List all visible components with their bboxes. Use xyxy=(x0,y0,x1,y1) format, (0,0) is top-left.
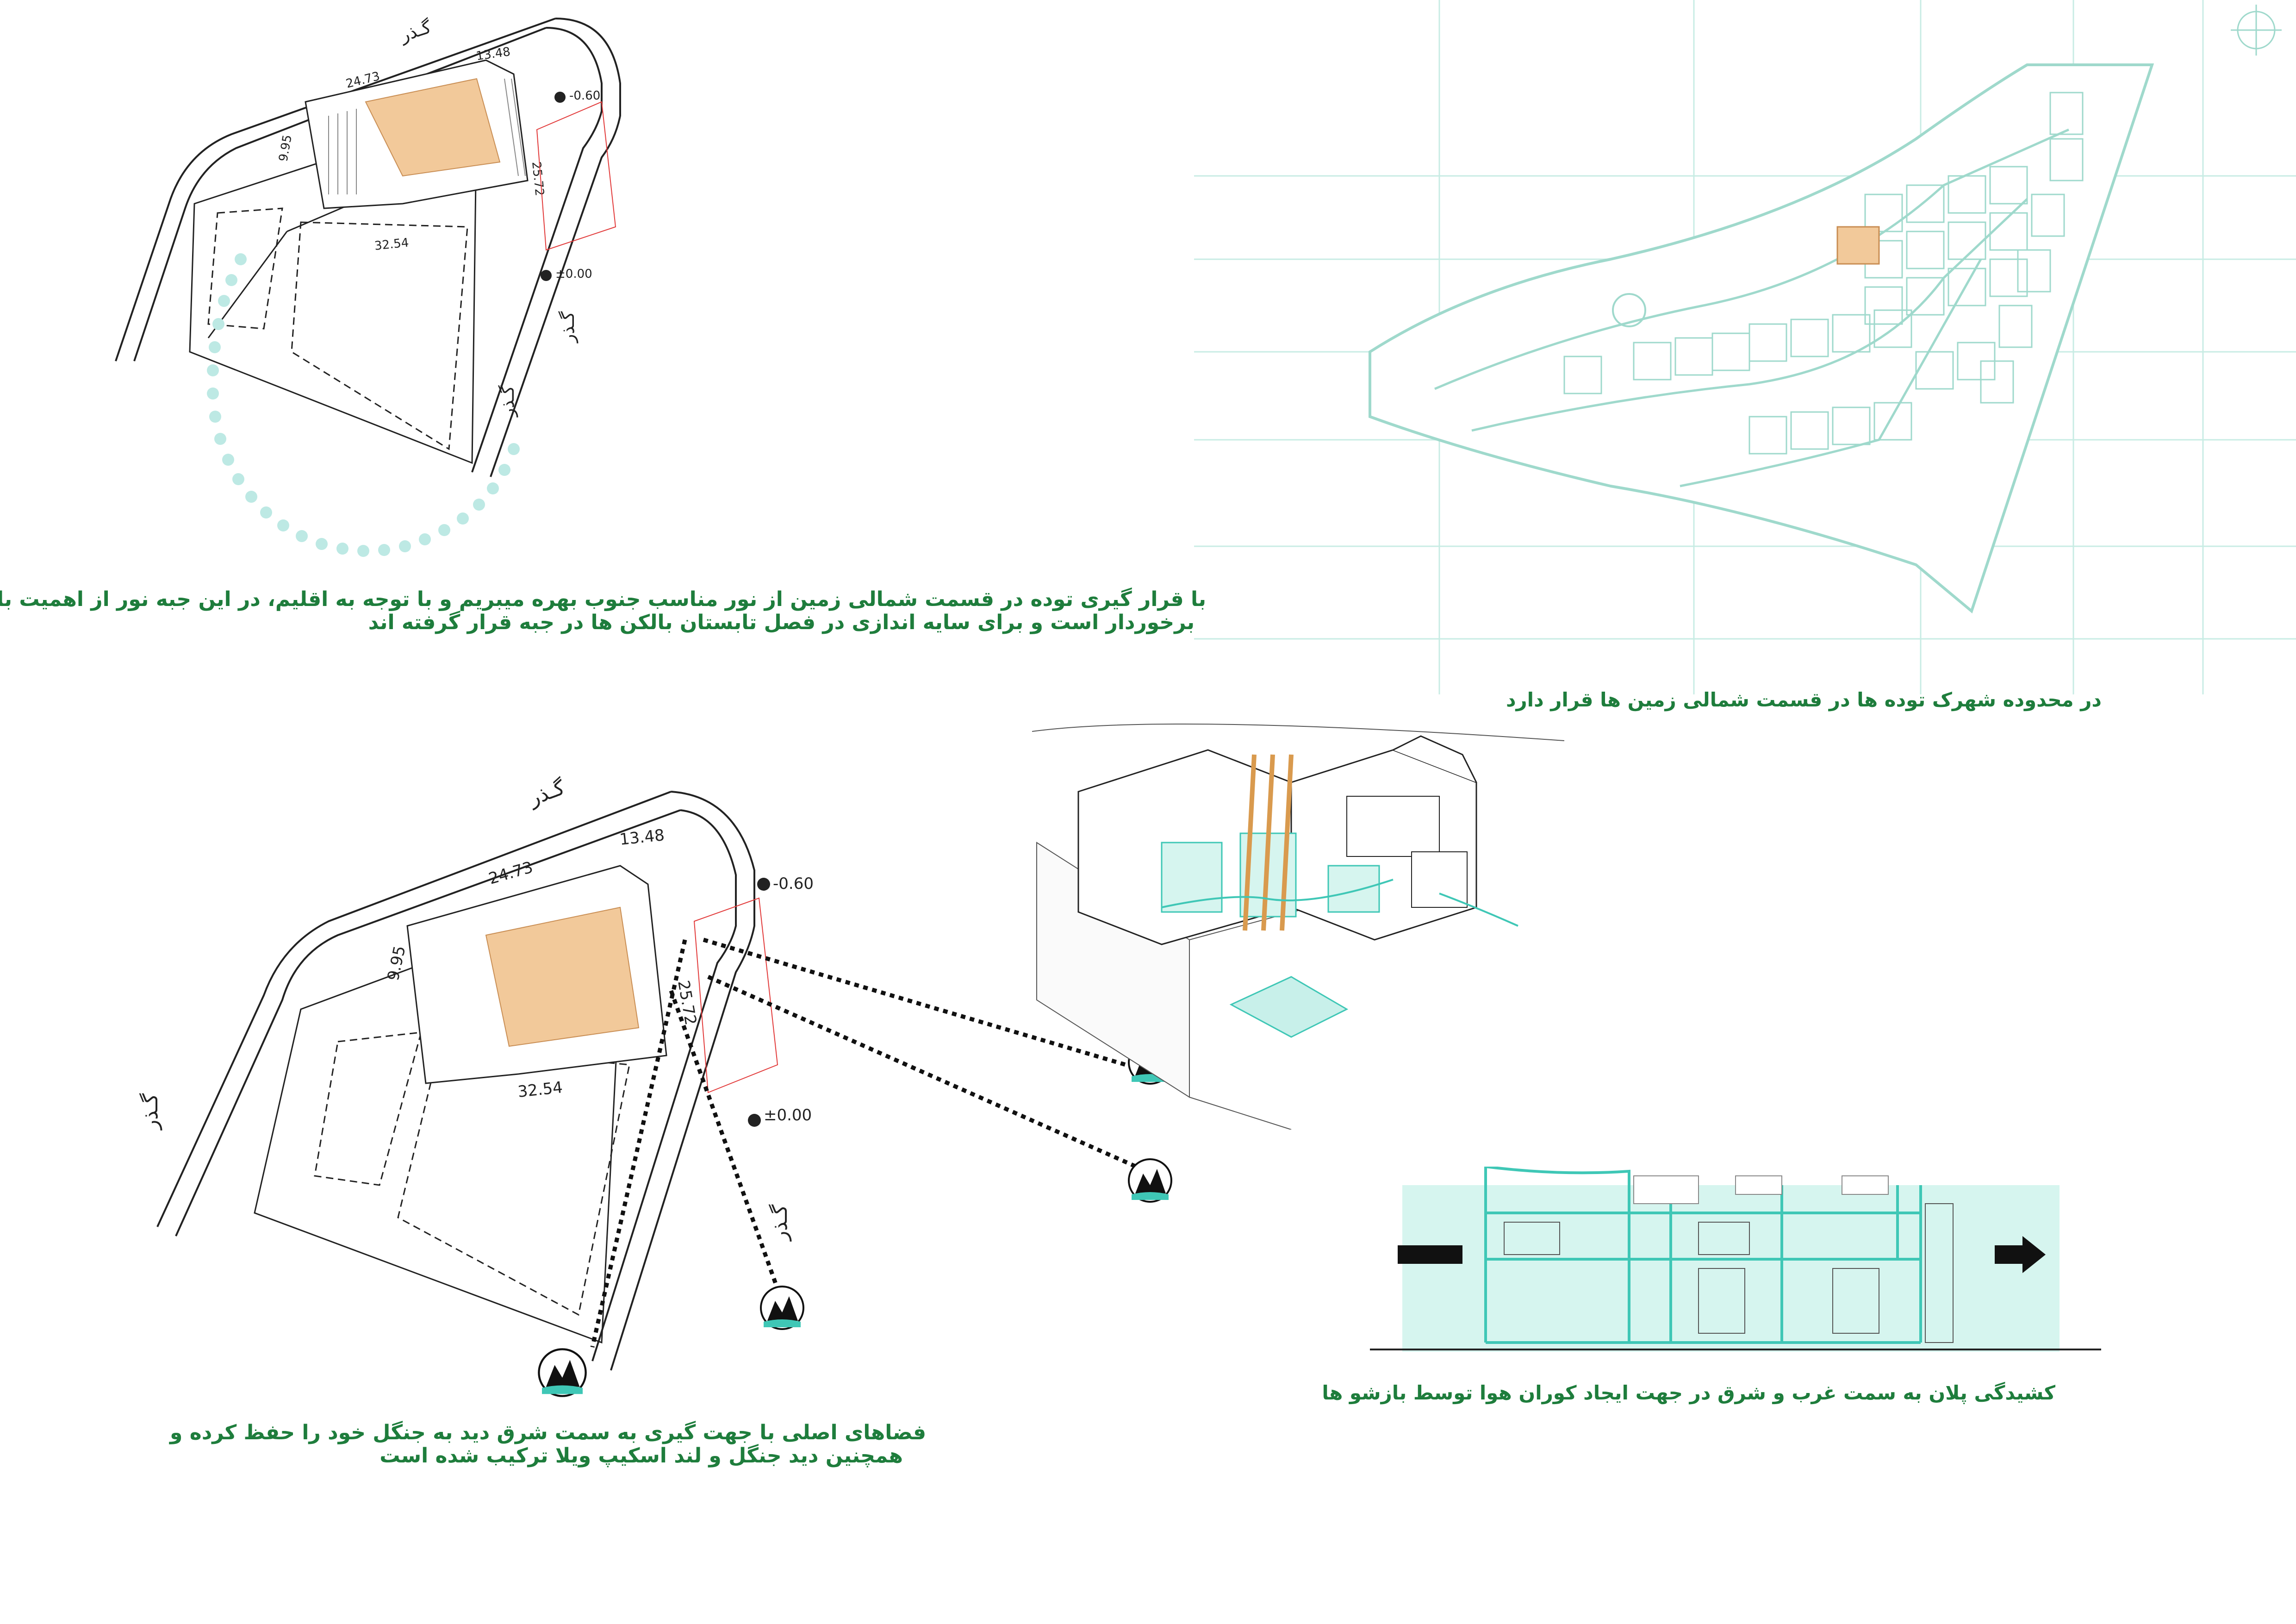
view-lines xyxy=(509,898,1203,1417)
level-bottom-2: ±0.00 xyxy=(764,1106,812,1124)
wind-arrow-out-icon xyxy=(1995,1236,2046,1273)
dim-top-short: 13.48 xyxy=(475,45,511,63)
street-label-right-2: گـذر xyxy=(768,1205,792,1242)
dim-left-2: 9.95 xyxy=(384,944,410,982)
forest-view-icon xyxy=(759,1285,805,1331)
villa-axonometric xyxy=(1032,713,1564,1130)
building-mass-2 xyxy=(485,906,640,1047)
building-mass xyxy=(365,78,501,177)
caption-wind: کشیدگی پلان به سمت غرب و شرق در جهت ایجا… xyxy=(1322,1381,2055,1404)
forest-view-icon xyxy=(1127,1157,1173,1204)
section-wind xyxy=(1365,1167,2106,1361)
level-top: -0.60 xyxy=(569,89,600,103)
road-edge-outer xyxy=(471,27,603,473)
level-marker-top xyxy=(554,92,566,103)
street-label-right-2: گـذر xyxy=(498,385,518,418)
caption-view-line1: فضاهای اصلی با جهت گیری به سمت شرق دید ب… xyxy=(170,1421,926,1444)
street-label-top: گـذر xyxy=(397,17,434,46)
street-label-left-2: گـذر xyxy=(139,1093,162,1131)
level-top-2: -0.60 xyxy=(773,874,814,893)
level-marker-bottom xyxy=(541,270,552,281)
dim-top-long-2: 24.73 xyxy=(486,858,535,888)
wind-arrow-in-icon xyxy=(1398,1245,1462,1264)
sun-path xyxy=(207,253,520,557)
pool xyxy=(1229,976,1349,1038)
level-bottom: ±0.00 xyxy=(555,267,592,281)
compass-icon xyxy=(2231,5,2282,56)
dim-right: 25.72 xyxy=(529,161,547,197)
street-label-right: گـذر xyxy=(558,311,578,344)
site-plan-views: 24.73 13.48 9.95 25.72 32.54 -0.60 ±0.00… xyxy=(139,768,1064,1426)
forest-view-icon xyxy=(537,1347,588,1398)
town-map xyxy=(1194,0,2296,694)
town-highlight-lot xyxy=(1836,226,1880,265)
caption-view-line2: همچنین دید جنگل و لند اسکیپ ویلا ترکیب ش… xyxy=(380,1444,903,1468)
dim-left: 9.95 xyxy=(276,134,295,162)
caption-town: در محدوده شهرک توده ها در قسمت شمالی زمی… xyxy=(1506,688,2102,711)
dim-bottom: 32.54 xyxy=(374,236,410,253)
site-plan-sun: 24.73 13.48 9.95 25.72 32.54 -0.60 ±0.00… xyxy=(69,9,1157,602)
caption-sun-line2: برخوردار است و برای سایه اندازی در فصل ت… xyxy=(368,611,1195,634)
caption-sun-line1: با قرار گیری توده در قسمت شمالی زمین از … xyxy=(0,587,1206,611)
street-label-top-2: گـذر xyxy=(525,776,568,811)
